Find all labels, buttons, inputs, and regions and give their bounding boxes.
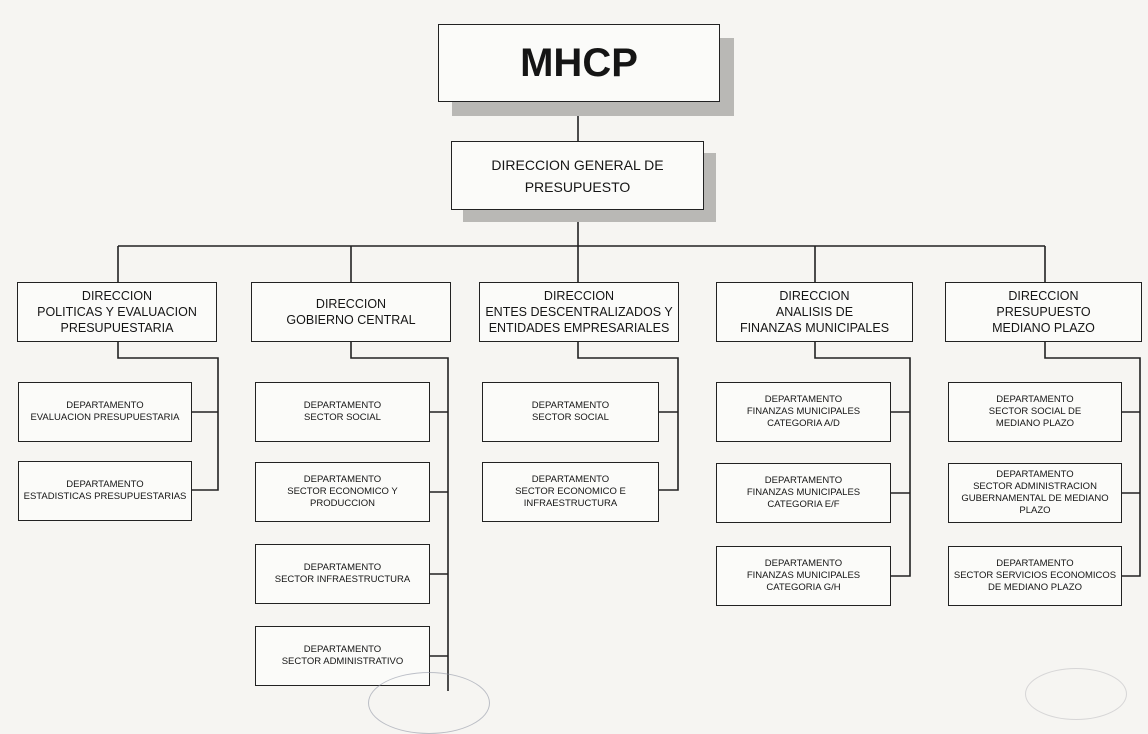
department-box: DEPARTAMENTO SECTOR ADMINISTRATIVO bbox=[255, 626, 430, 686]
connector bbox=[1044, 342, 1141, 577]
connector bbox=[577, 342, 679, 491]
stamp-seal bbox=[1025, 668, 1127, 720]
department-box: DEPARTAMENTO SECTOR SOCIAL bbox=[482, 382, 659, 442]
direction-box: DIRECCION ENTES DESCENTRALIZADOS Y ENTID… bbox=[479, 282, 679, 342]
department-box: DEPARTAMENTO SECTOR ECONOMICO Y PRODUCCI… bbox=[255, 462, 430, 522]
department-box: DEPARTAMENTO SECTOR SOCIAL DE MEDIANO PL… bbox=[948, 382, 1122, 442]
department-box: DEPARTAMENTO FINANZAS MUNICIPALES CATEGO… bbox=[716, 546, 891, 606]
direction-box: DIRECCION PRESUPUESTO MEDIANO PLAZO bbox=[945, 282, 1142, 342]
department-box: DEPARTAMENTO FINANZAS MUNICIPALES CATEGO… bbox=[716, 463, 891, 523]
department-box: DEPARTAMENTO FINANZAS MUNICIPALES CATEGO… bbox=[716, 382, 891, 442]
department-box: DEPARTAMENTO SECTOR SERVICIOS ECONOMICOS… bbox=[948, 546, 1122, 606]
direction-box: DIRECCION ANALISIS DE FINANZAS MUNICIPAL… bbox=[716, 282, 913, 342]
department-box: DEPARTAMENTO ESTADISTICAS PRESUPUESTARIA… bbox=[18, 461, 192, 521]
department-box: DEPARTAMENTO SECTOR INFRAESTRUCTURA bbox=[255, 544, 430, 604]
department-box: DEPARTAMENTO SECTOR ECONOMICO E INFRAEST… bbox=[482, 462, 659, 522]
direction-box: DIRECCION POLITICAS Y EVALUACION PRESUPU… bbox=[17, 282, 217, 342]
department-box: DEPARTAMENTO SECTOR SOCIAL bbox=[255, 382, 430, 442]
connector bbox=[117, 342, 219, 491]
department-box: DEPARTAMENTO SECTOR ADMINISTRACION GUBER… bbox=[948, 463, 1122, 523]
department-box: DEPARTAMENTO EVALUACION PRESUPUESTARIA bbox=[18, 382, 192, 442]
direction-box: DIRECCION GOBIERNO CENTRAL bbox=[251, 282, 451, 342]
general-direction-box: DIRECCION GENERAL DE PRESUPUESTO bbox=[451, 141, 704, 210]
org-root-box: MHCP bbox=[438, 24, 720, 102]
connector bbox=[350, 342, 449, 691]
connector-lines bbox=[117, 102, 1141, 691]
stamp-seal bbox=[368, 672, 490, 734]
connector bbox=[814, 342, 911, 577]
